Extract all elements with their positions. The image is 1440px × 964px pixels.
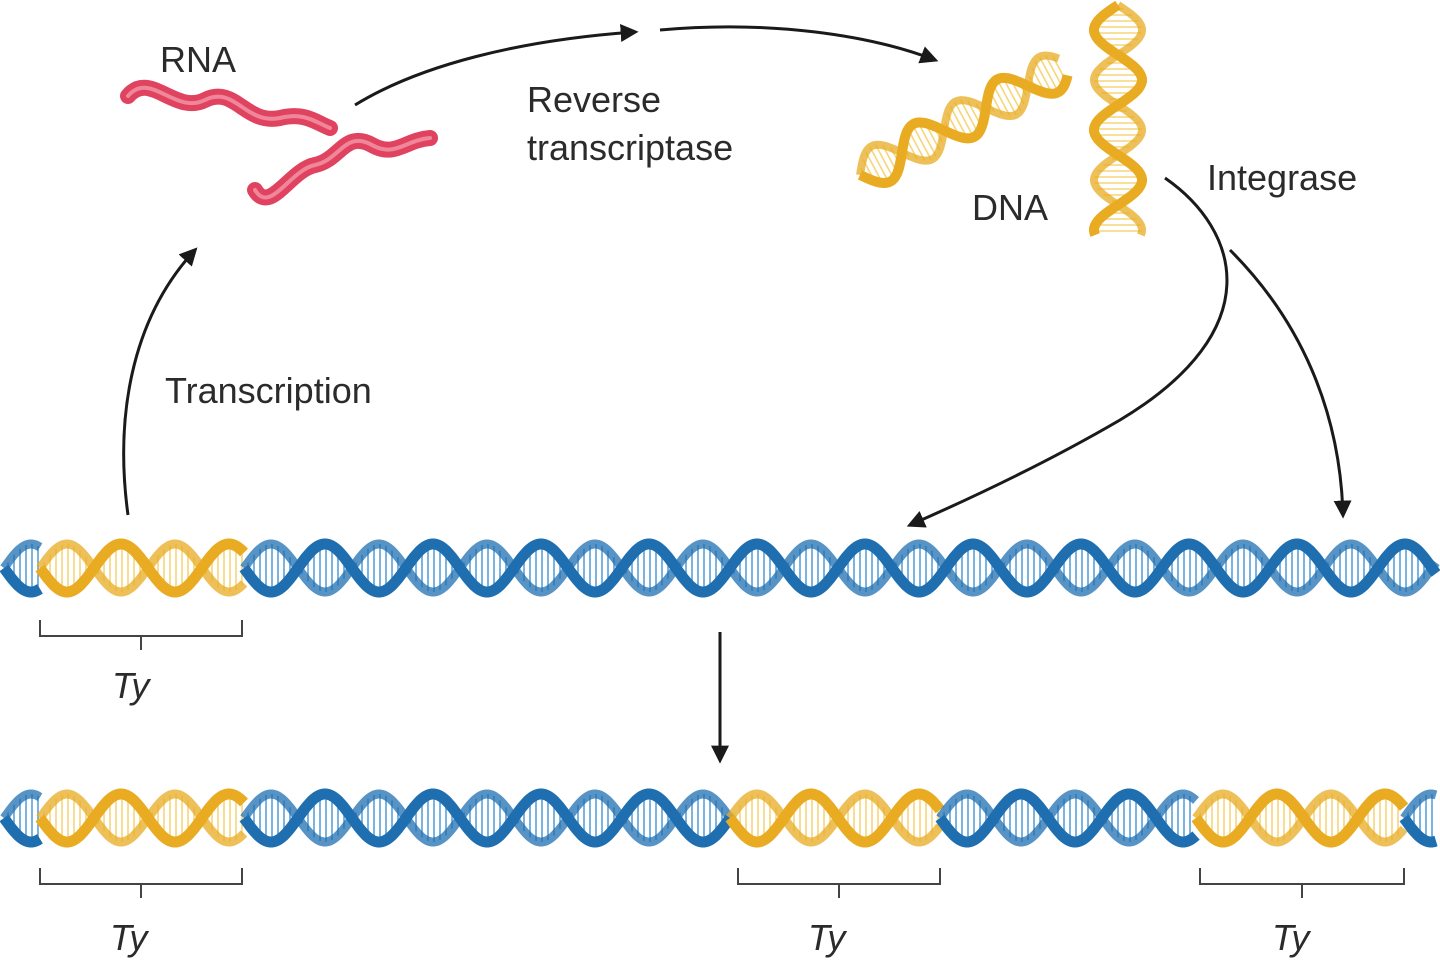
host-dna-segment (239, 538, 1440, 598)
bracket-icon (39, 620, 243, 650)
ty-element-segment (35, 788, 248, 848)
free-dna-helix-diagonal (856, 51, 1073, 188)
host-chromosome-after (0, 788, 1438, 848)
bracket-icon (39, 868, 243, 898)
ty-label: Ty (112, 665, 151, 706)
dna-double-helix-icon (856, 0, 1147, 237)
arrow-icon (906, 176, 1229, 528)
ty-bracket-bottom-2: Ty (737, 868, 941, 958)
ty-label: Ty (808, 917, 847, 958)
arrow-icon (659, 25, 939, 64)
host-dna-segment (0, 789, 43, 848)
host-dna-segment (1399, 789, 1438, 848)
rna-label: RNA (160, 39, 236, 80)
ty-label: Ty (1272, 917, 1311, 958)
integrase-label: Integrase (1207, 157, 1357, 198)
host-dna-segment (0, 539, 43, 598)
reverse-transcriptase-label-line1: Reverse (527, 79, 661, 120)
ty-element-segment (725, 788, 945, 848)
arrow-icon (1228, 248, 1352, 519)
rna-ribbon-icon (120, 79, 438, 206)
ty-bracket-bottom-3: Ty (1199, 868, 1405, 958)
ty-bracket-top: Ty (39, 620, 243, 706)
ty-element-segment (1191, 788, 1409, 848)
reverse-transcriptase-label-line2: transcriptase (527, 127, 733, 168)
arrow-icon (354, 24, 639, 107)
ty-label: Ty (110, 917, 149, 958)
free-dna-helix-vertical (1089, 0, 1147, 237)
ty-element-segment (35, 538, 248, 598)
host-chromosome-before (0, 538, 1440, 598)
bracket-icon (737, 868, 941, 898)
ty-bracket-bottom-1: Ty (39, 868, 243, 958)
dna-label: DNA (972, 187, 1048, 228)
host-dna-segment (935, 788, 1200, 848)
bracket-icon (1199, 868, 1405, 898)
host-dna-segment (239, 788, 735, 848)
transcription-label: Transcription (165, 370, 372, 411)
arrow-icon (122, 247, 198, 516)
